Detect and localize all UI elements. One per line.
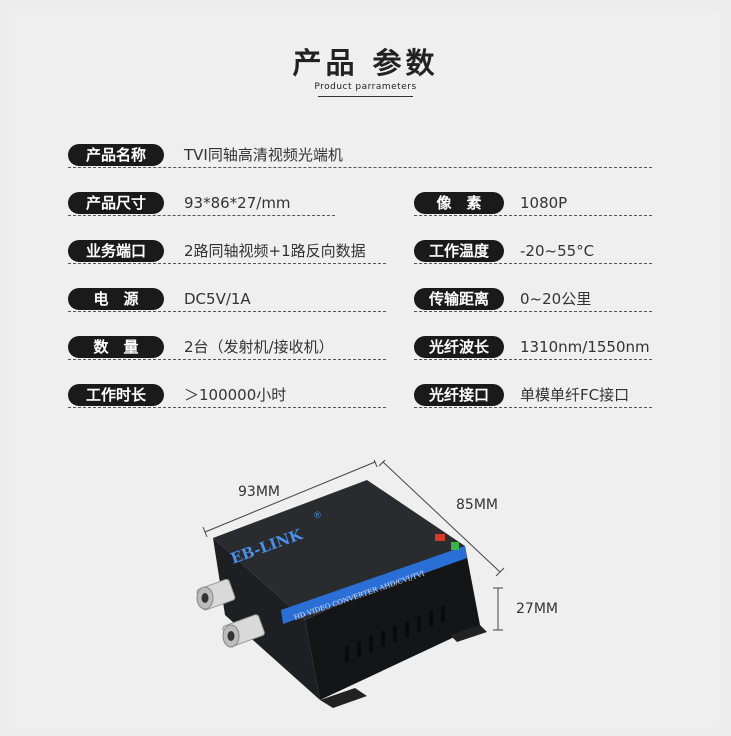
spec-row-quantity: 数 量 2台（发射机/接收机） 光纤波长 1310nm/1550nm [68, 336, 652, 362]
spec-value-interface: 单模单纤FC接口 [520, 386, 630, 404]
vent-slots [345, 606, 445, 662]
device-top [213, 480, 465, 620]
row-divider [414, 215, 652, 216]
spec-value-product-name: TVI同轴高清视频光端机 [184, 146, 343, 164]
spec-label-wavelength: 光纤波长 [414, 336, 504, 358]
page-title: 产品 参数 [292, 46, 439, 80]
device-front [213, 538, 320, 700]
row-divider [414, 263, 652, 264]
spec-value-ports: 2路同轴视频+1路反向数据 [184, 242, 366, 260]
title-underline [318, 96, 413, 97]
bnc-connector-icon [222, 614, 265, 648]
page-subtitle: Product parrameters [314, 82, 417, 92]
row-divider [68, 311, 386, 312]
mount-ear [320, 688, 367, 708]
dim-depth-label: 85MM [456, 497, 498, 513]
spec-label-temperature: 工作温度 [414, 240, 504, 262]
spec-label-pixel: 像 素 [414, 192, 504, 214]
led-red-icon [435, 534, 445, 541]
spec-value-pixel: 1080P [520, 194, 568, 212]
spec-label-distance: 传输距离 [414, 288, 504, 310]
dim-height-label: 27MM [516, 601, 558, 617]
spec-value-distance: 0~20公里 [520, 290, 592, 308]
row-divider [68, 167, 652, 168]
spec-label-product-name: 产品名称 [68, 144, 164, 166]
row-divider [68, 263, 386, 264]
spec-value-wavelength: 1310nm/1550nm [520, 338, 650, 356]
row-divider [414, 311, 652, 312]
spec-label-lifetime: 工作时长 [68, 384, 164, 406]
spec-label-quantity: 数 量 [68, 336, 164, 358]
spec-value-quantity: 2台（发射机/接收机） [184, 338, 334, 356]
spec-label-interface: 光纤接口 [414, 384, 504, 406]
row-divider [414, 359, 652, 360]
spec-value-lifetime: ＞100000小时 [184, 386, 287, 404]
spec-label-ports: 业务端口 [68, 240, 164, 262]
mount-ear [450, 625, 487, 642]
spec-row-ports: 业务端口 2路同轴视频+1路反向数据 工作温度 -20~55°C [68, 240, 652, 266]
dim-width-label: 93MM [238, 484, 280, 500]
spec-value-size: 93*86*27/mm [184, 194, 291, 212]
row-divider [68, 407, 386, 408]
spec-value-temperature: -20~55°C [520, 242, 595, 260]
dimension-lines [202, 460, 505, 631]
spec-row-lifetime: 工作时长 ＞100000小时 光纤接口 单模单纤FC接口 [68, 384, 652, 410]
spec-row-size: 产品尺寸 93*86*27/mm 像 素 1080P [68, 192, 652, 218]
row-divider [68, 215, 335, 216]
row-divider [414, 407, 652, 408]
product-image: HD VIDEO CONVERTER AHD/CVI/TVI EB-LINK ® [196, 460, 505, 708]
spec-value-power: DC5V/1A [184, 290, 251, 308]
device-blue-band [281, 546, 467, 624]
spec-row-power: 电 源 DC5V/1A 传输距离 0~20公里 [68, 288, 652, 314]
row-divider [68, 359, 386, 360]
spec-label-power: 电 源 [68, 288, 164, 310]
spec-label-size: 产品尺寸 [68, 192, 164, 214]
spec-row-name: 产品名称 TVI同轴高清视频光端机 [68, 144, 652, 170]
led-green-icon [451, 542, 459, 550]
trademark-symbol: ® [313, 511, 322, 521]
bnc-connector-icon [196, 578, 236, 611]
